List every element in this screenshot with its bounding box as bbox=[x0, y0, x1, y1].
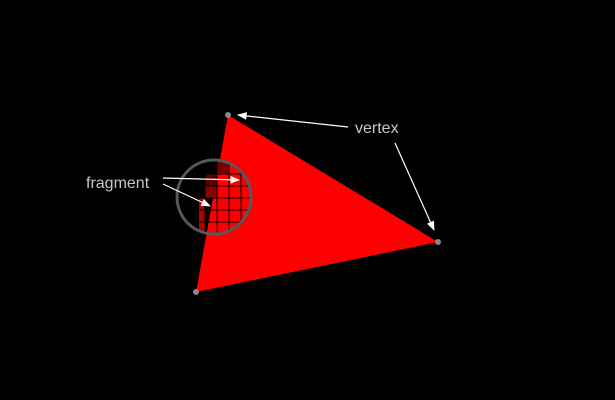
vertex-dot-icon bbox=[225, 112, 231, 118]
fragment-grid bbox=[193, 162, 251, 234]
vertex-arrow-right bbox=[394, 142, 435, 231]
fragment-edge-dark-4 bbox=[205, 174, 217, 186]
fragment-edge-dark-3 bbox=[199, 198, 205, 234]
fragment-arrow-lower bbox=[162, 183, 211, 207]
fragment-label: fragment bbox=[86, 175, 150, 192]
vertex-dot-icon bbox=[193, 289, 199, 295]
vertex-dot-icon bbox=[435, 239, 441, 245]
fragment-arrow-upper bbox=[162, 175, 240, 184]
vertex-arrow-top bbox=[237, 112, 349, 128]
vertex-label: vertex bbox=[355, 120, 399, 137]
magnifier-ring bbox=[175, 158, 253, 236]
triangle-primitive bbox=[196, 115, 438, 292]
fragment-edge-dark-1 bbox=[217, 162, 229, 174]
